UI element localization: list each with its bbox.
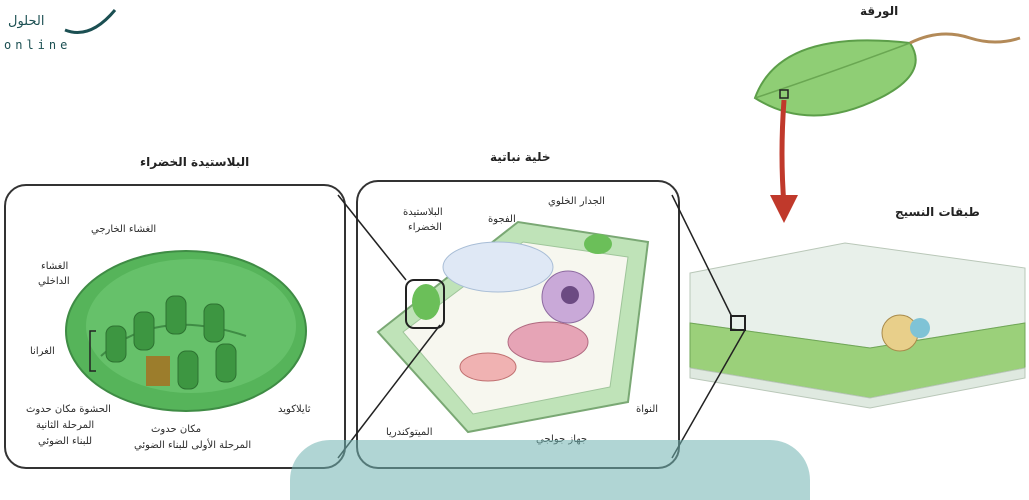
chloroplast-label-stroma-line2: المرحلة الثانية [36,420,94,431]
logo-text: الحلول [8,14,44,29]
cell-label-nucleus: النواة [636,404,658,415]
chloroplast-label-outer-membrane: الغشاء الخارجي [91,224,156,235]
chloroplast-label-thylakoid: ثايلاكويد [278,404,311,415]
chloroplast-label-inner-membrane-line2: الداخلي [38,276,70,287]
logo-subtext: online [4,38,71,52]
logo-mark-icon [60,0,120,40]
chloroplast-label-grana: الغرانا [30,346,55,357]
chloroplast-label-stroma-line3: للبناء الضوئي [38,436,92,447]
chloroplast-label-thylakoid-site-line2: المرحلة الأولى للبناء الضوئي [134,440,251,451]
cell-label-mitochondria: الميتوكندريا [386,427,433,438]
watermark [290,440,810,500]
chloroplast-label-thylakoid-site-line1: مكان حدوث [151,424,201,435]
leaf-title: الورقة [860,4,898,18]
chloroplast-title: البلاستيدة الخضراء [140,155,249,169]
cell-illustration [358,182,678,467]
chloroplast-label-stroma-line1: الحشوة مكان حدوث [26,404,111,415]
chloroplast-panel: الغشاء الخارجي الغشاء الداخلي الغرانا ال… [4,184,346,469]
cell-panel: البلاستيدة الخضراء الفجوة الجدار الخلوي … [356,180,680,469]
cell-label-cell-wall: الجدار الخلوي [548,196,605,207]
tissue-illustration [685,228,1029,418]
cell-label-chloroplast-line1: البلاستيدة [403,207,443,218]
chloroplast-label-inner-membrane-line1: الغشاء [41,261,68,272]
tissue-title: طبقات النسيج [895,205,980,219]
cell-label-vacuole: الفجوة [488,214,516,225]
cell-title: خلية نباتية [490,150,551,164]
cell-label-chloroplast-line2: الخضراء [408,222,442,233]
zoom-arrow [760,95,810,230]
